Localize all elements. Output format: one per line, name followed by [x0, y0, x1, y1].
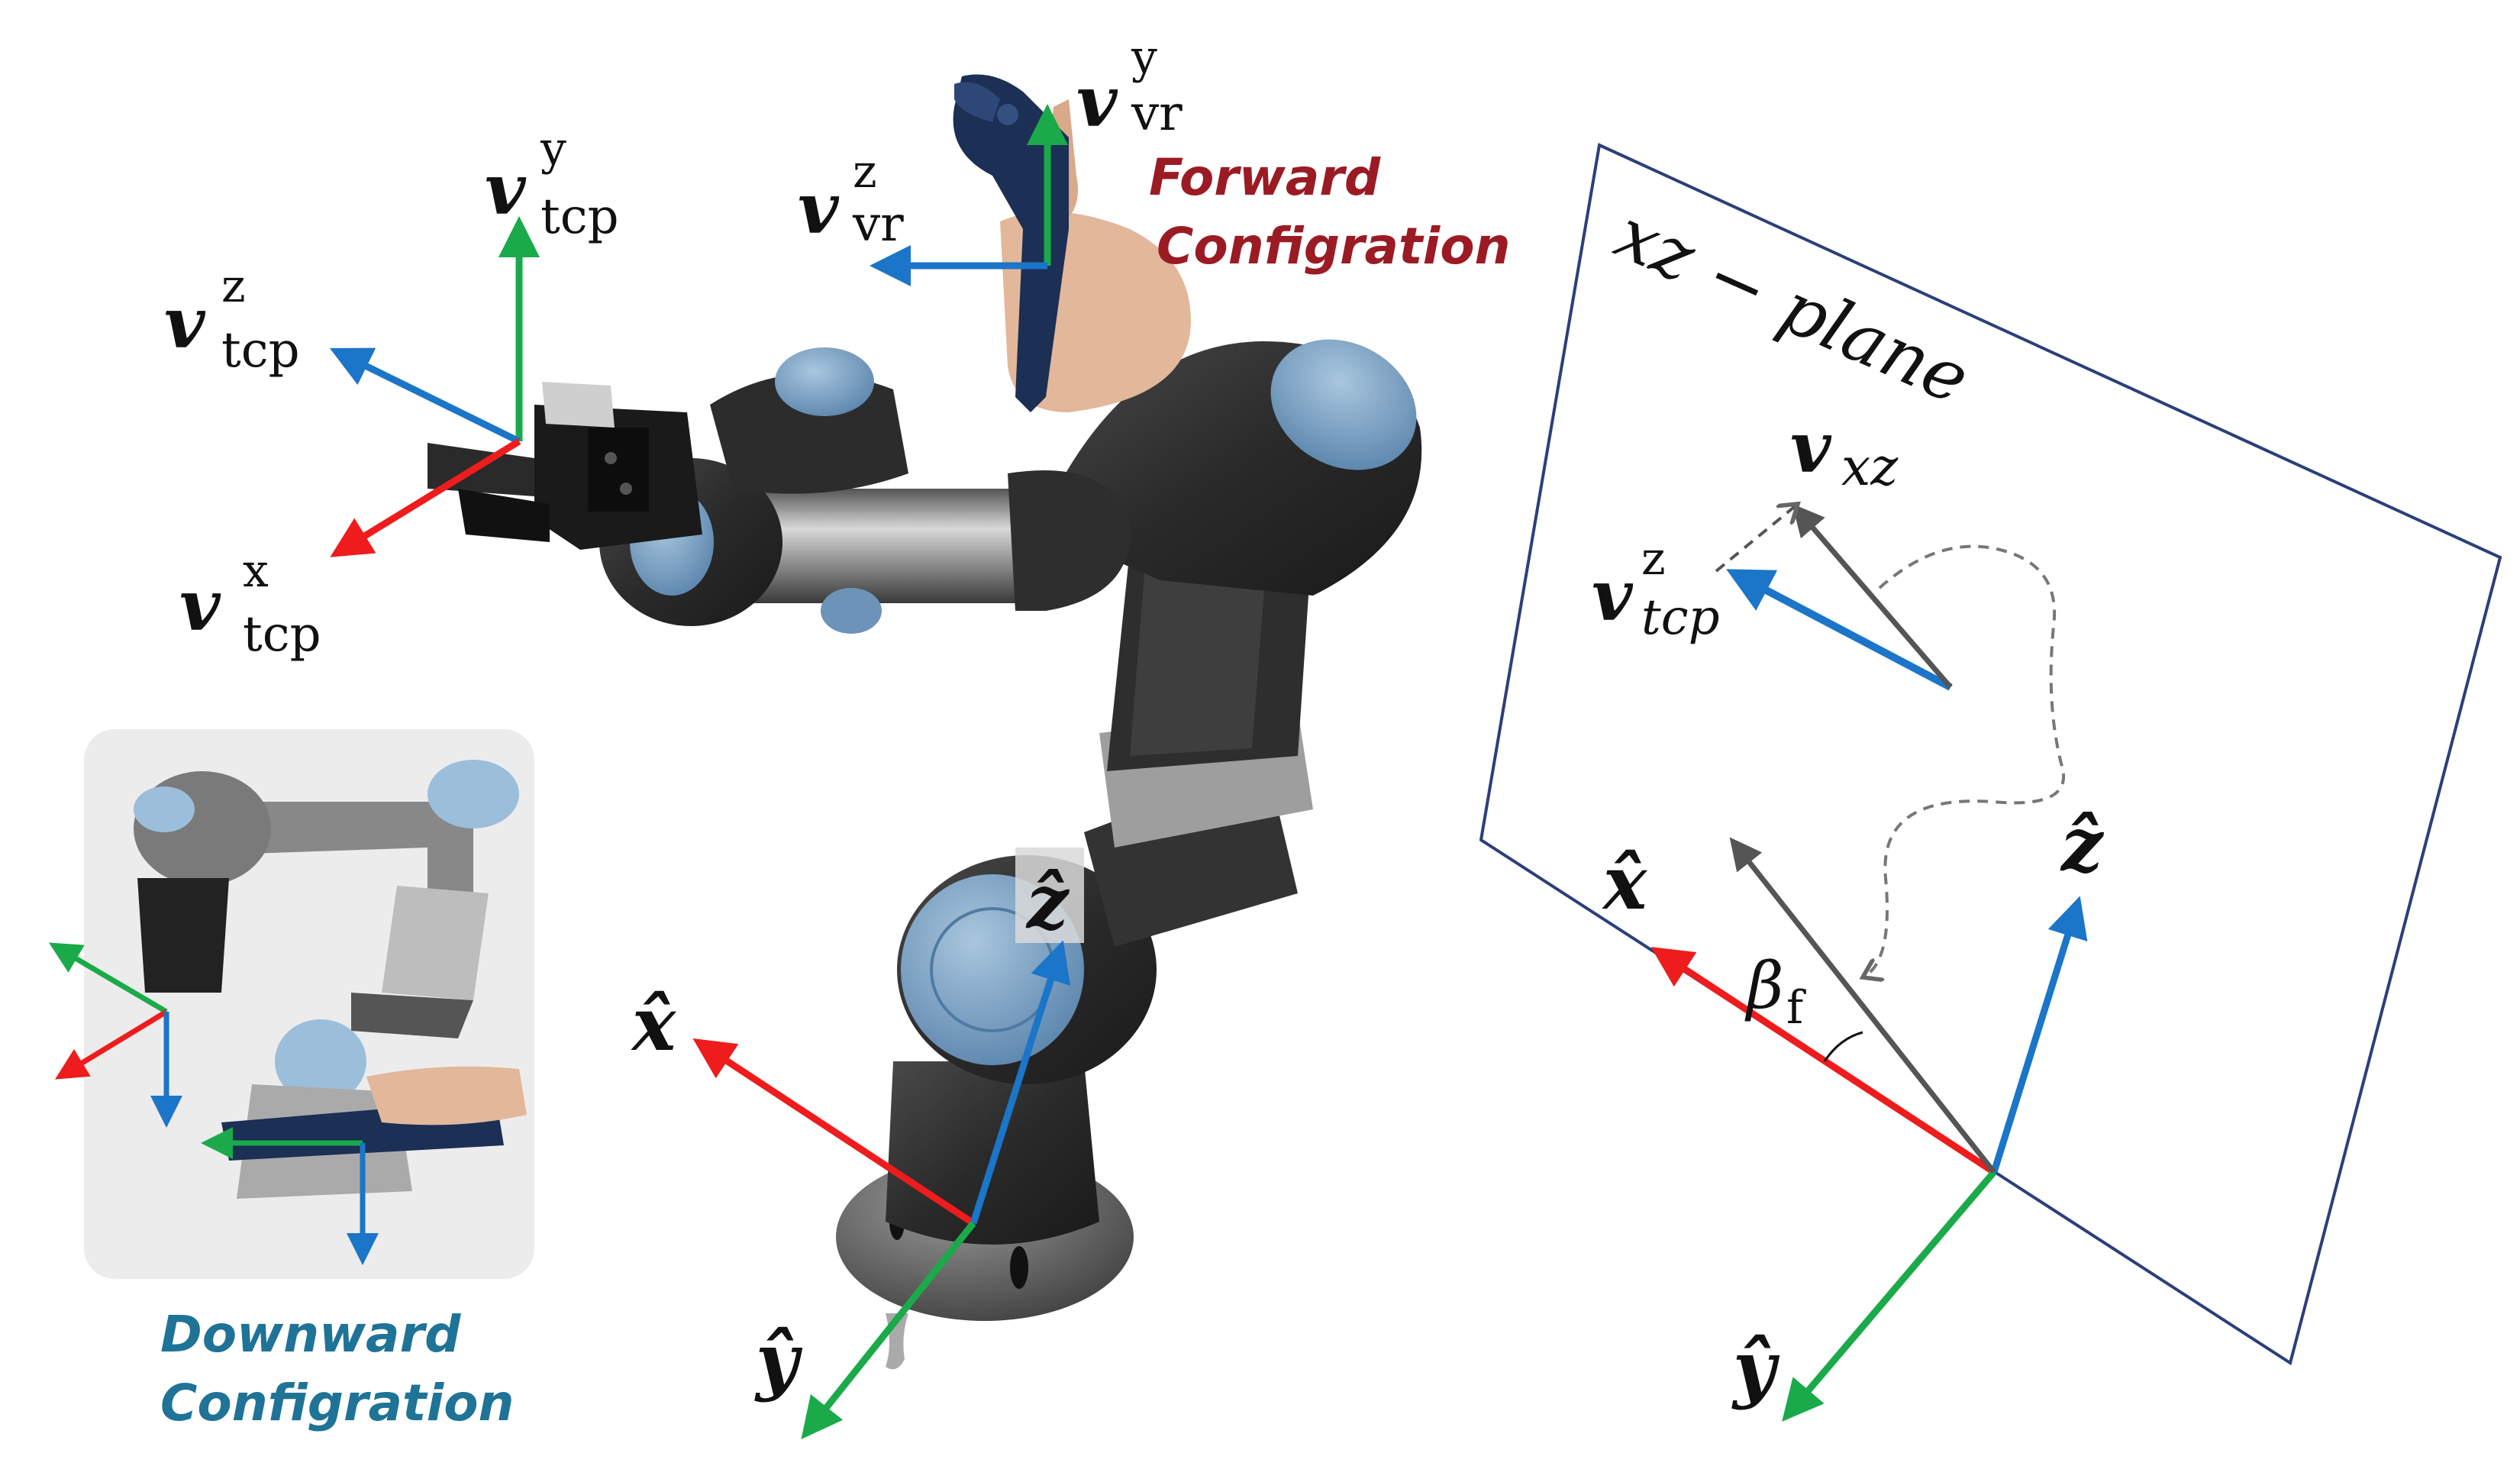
forward-caption-line2: Configration: [1157, 217, 1511, 276]
vr-frame: [870, 104, 1068, 286]
hand-icon: [953, 74, 1069, 412]
base-y-axis: [801, 1221, 976, 1440]
svg-text:v: v: [1592, 554, 1634, 637]
svg-text:v: v: [179, 564, 221, 647]
two-finger-gripper-icon: [428, 382, 702, 550]
inset-robot-arm-icon: [134, 760, 527, 1199]
tcp-z-label: v z tcp: [164, 260, 300, 379]
svg-text:v: v: [485, 148, 527, 231]
svg-text:xz: xz: [1841, 438, 1899, 498]
plane-x-label: x̂: [1602, 840, 1648, 926]
svg-text:v: v: [1790, 406, 1832, 489]
tcp-z-axis: [329, 347, 521, 445]
base-x-axis: [692, 1038, 976, 1226]
vtcp-plane-label: v z tcp: [1592, 532, 1720, 646]
plane-projection-axis: [1729, 837, 1996, 1174]
plane-frame: [1650, 837, 2088, 1422]
tcp-y-label: v y tcp: [485, 122, 619, 245]
tcp-x-axis: [330, 438, 521, 557]
svg-text:x: x: [243, 544, 269, 598]
tcp-frame: [329, 216, 540, 557]
inset-tcp-x-axis: [55, 1009, 168, 1080]
projection-dashed: [1715, 504, 1798, 573]
svg-text:tcp: tcp: [243, 606, 321, 663]
svg-text:v: v: [798, 167, 840, 250]
vr-z-label: v z vr: [798, 145, 904, 253]
plane-y-axis: [1782, 1170, 1997, 1422]
plane-z-axis: [1990, 896, 2088, 1174]
base-z-axis: [970, 940, 1071, 1225]
plane-y-label: ŷ: [1731, 1325, 1780, 1411]
ur-robot-arm-icon: [428, 339, 1422, 1370]
svg-text:β: β: [1744, 948, 1784, 1023]
vr-y-label: v y vr: [1076, 31, 1183, 143]
svg-text:vr: vr: [852, 196, 904, 253]
base-y-label: ŷ: [754, 1317, 803, 1403]
svg-text:tcp: tcp: [1641, 589, 1720, 646]
plane-vectors: [1715, 503, 2066, 977]
forward-caption-line1: Forward: [1149, 148, 1381, 207]
beta-angle-arc: [1823, 1031, 1863, 1062]
mapping-dashed-curve: [1863, 544, 2066, 977]
beta-label: β f: [1744, 948, 1806, 1035]
base-z-label: ẑ: [1025, 859, 1070, 945]
vxz-vector: [1792, 503, 1953, 689]
svg-text:vr: vr: [1131, 86, 1183, 142]
svg-text:y: y: [1131, 31, 1157, 84]
svg-text:z: z: [853, 145, 877, 199]
xz-plane: [1479, 143, 2502, 1366]
inset-tcp-y-axis: [48, 942, 168, 1015]
svg-text:z: z: [221, 260, 246, 313]
downward-caption-line1: Downward: [160, 1305, 461, 1364]
vxz-label: v xz: [1790, 406, 1899, 498]
svg-text:v: v: [164, 282, 206, 364]
base-frame: [692, 940, 1071, 1440]
base-x-label: x̂: [631, 981, 677, 1067]
svg-text:z: z: [1641, 532, 1666, 586]
base-z-label-backdrop: [1015, 848, 1084, 943]
svg-text:f: f: [1786, 981, 1806, 1035]
tcp-x-label: v x tcp: [179, 544, 321, 663]
svg-text:tcp: tcp: [540, 189, 619, 245]
plane-z-label: ẑ: [2060, 802, 2105, 888]
inset-frames: [48, 942, 379, 1265]
vtcp-vector: [1726, 569, 1953, 691]
plane-title: xz − plane: [1604, 192, 1981, 420]
svg-text:y: y: [540, 122, 566, 176]
downward-caption-line2: Configration: [160, 1374, 515, 1432]
svg-text:v: v: [1076, 60, 1118, 143]
svg-text:tcp: tcp: [221, 322, 300, 379]
